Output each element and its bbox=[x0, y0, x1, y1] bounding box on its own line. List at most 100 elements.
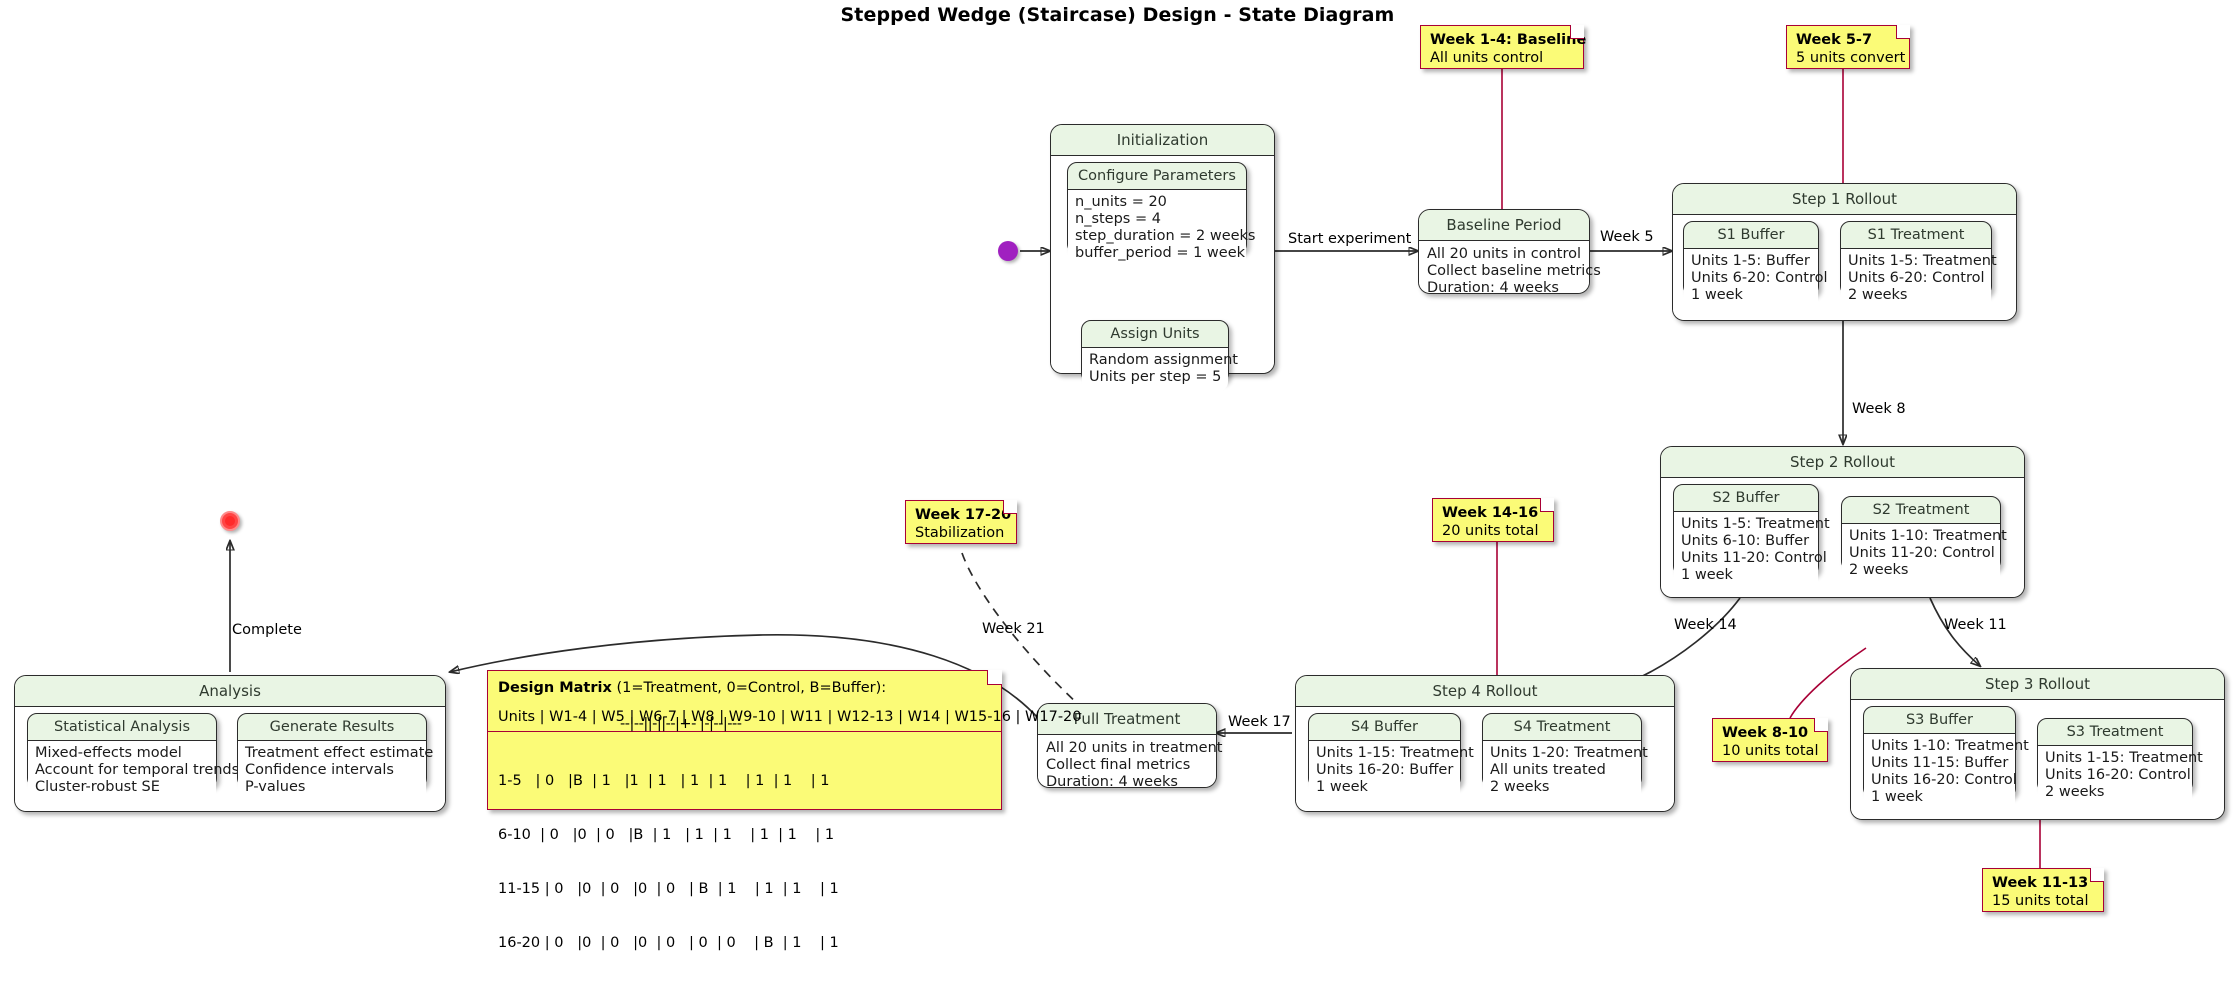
state-step-1-rollout[interactable]: Step 1 Rollout S1 Buffer Units 1-5: Buff… bbox=[1672, 183, 2017, 321]
state-line: Units 6-10: Buffer bbox=[1681, 533, 1810, 549]
state-title-s3-treatment: S3 Treatment bbox=[2038, 719, 2192, 746]
state-line: buffer_period = 1 week bbox=[1075, 245, 1246, 261]
state-line: Duration: 4 weeks bbox=[1046, 774, 1178, 790]
state-line: Units 6-20: Control bbox=[1691, 270, 1828, 286]
design-matrix-row: 16-20 | 0 |0 | 0 |0 | 0 | 0 | 0 | B | 1 … bbox=[498, 935, 839, 951]
state-title-step-2-rollout: Step 2 Rollout bbox=[1661, 447, 2024, 478]
note-subtext: 5 units convert bbox=[1796, 50, 1906, 66]
state-line: Units 16-20: Control bbox=[1871, 772, 2017, 788]
state-line: Units 1-20: Treatment bbox=[1490, 745, 1648, 761]
state-title-s2-buffer: S2 Buffer bbox=[1674, 485, 1818, 512]
note-subtext: All units control bbox=[1430, 50, 1544, 66]
design-matrix-separator: --|--||-||--|+- |-|--|--- bbox=[620, 716, 742, 732]
state-line: Random assignment bbox=[1089, 352, 1238, 368]
design-matrix-title: Design Matrix (1=Treatment, 0=Control, B… bbox=[498, 679, 991, 698]
state-title-generate-results: Generate Results bbox=[238, 714, 426, 741]
design-matrix-row: 1-5 | 0 |B | 1 |1 | 1 | 1 | 1 | 1 | 1 | … bbox=[498, 773, 830, 789]
state-s1-treatment[interactable]: S1 Treatment Units 1-5: Treatment Units … bbox=[1840, 221, 1997, 309]
state-line: Units 11-20: Control bbox=[1681, 550, 1827, 566]
state-s3-treatment[interactable]: S3 Treatment Units 1-15: Treatment Units… bbox=[2037, 718, 2203, 806]
state-baseline-period[interactable]: Baseline Period All 20 units in control … bbox=[1418, 209, 1601, 296]
note-week-5-7: Week 5-7 5 units convert bbox=[1786, 25, 1910, 69]
state-line: Units per step = 5 bbox=[1089, 369, 1222, 385]
state-title-step-1-rollout: Step 1 Rollout bbox=[1673, 184, 2016, 215]
state-line: Account for temporal trends bbox=[35, 762, 240, 778]
state-line: Confidence intervals bbox=[245, 762, 394, 778]
state-s4-buffer[interactable]: S4 Buffer Units 1-15: Treatment Units 16… bbox=[1308, 713, 1474, 801]
state-title-s4-treatment: S4 Treatment bbox=[1483, 714, 1641, 741]
state-line: All 20 units in control bbox=[1427, 246, 1581, 262]
design-matrix-row: 11-15 | 0 |0 | 0 |0 | 0 | B | 1 | 1 | 1 … bbox=[498, 881, 839, 897]
state-line: 1 week bbox=[1681, 567, 1733, 583]
note-subtext: 10 units total bbox=[1722, 743, 1819, 759]
note-week-14-16: Week 14-16 20 units total bbox=[1432, 498, 1554, 542]
state-line: P-values bbox=[245, 779, 306, 795]
edge-label-start-experiment: Start experiment bbox=[1288, 231, 1412, 247]
state-line: Units 6-20: Control bbox=[1848, 270, 1985, 286]
design-matrix-title-rest: (1=Treatment, 0=Control, B=Buffer): bbox=[611, 680, 887, 696]
state-generate-results[interactable]: Generate Results Treatment effect estima… bbox=[237, 713, 433, 801]
note-heading: Week 17-20 bbox=[915, 507, 1012, 523]
state-s2-buffer[interactable]: S2 Buffer Units 1-5: Treatment Units 6-1… bbox=[1673, 484, 1830, 589]
state-analysis[interactable]: Analysis Statistical Analysis Mixed-effe… bbox=[14, 675, 446, 812]
state-title-initialization: Initialization bbox=[1051, 125, 1274, 156]
design-matrix-rule bbox=[488, 731, 1001, 732]
state-step-2-rollout[interactable]: Step 2 Rollout S2 Buffer Units 1-5: Trea… bbox=[1660, 446, 2025, 598]
note-week-8-10: Week 8-10 10 units total bbox=[1712, 718, 1828, 762]
note-heading: Week 8-10 bbox=[1722, 725, 1809, 741]
note-heading: Week 5-7 bbox=[1796, 32, 1873, 48]
diagram-canvas: Stepped Wedge (Staircase) Design - State… bbox=[14, 4, 2225, 951]
state-statistical-analysis[interactable]: Statistical Analysis Mixed-effects model… bbox=[27, 713, 240, 801]
edge-label-week-11: Week 11 bbox=[1944, 617, 2007, 633]
state-line: 1 week bbox=[1316, 779, 1368, 795]
edge-label-complete: Complete bbox=[232, 622, 302, 638]
state-line: Collect final metrics bbox=[1046, 757, 1191, 773]
state-s4-treatment[interactable]: S4 Treatment Units 1-20: Treatment All u… bbox=[1482, 713, 1648, 801]
state-line: Units 11-20: Control bbox=[1849, 545, 1995, 561]
note-week-1-4: Week 1-4: Baseline All units control bbox=[1420, 25, 1587, 69]
state-title-statistical-analysis: Statistical Analysis bbox=[28, 714, 216, 741]
design-matrix-row: 6-10 | 0 |0 | 0 |B | 1 | 1 | 1 | 1 | 1 |… bbox=[498, 827, 835, 843]
state-s3-buffer[interactable]: S3 Buffer Units 1-10: Treatment Units 11… bbox=[1863, 706, 2029, 811]
state-line: Units 1-10: Treatment bbox=[1849, 528, 2007, 544]
state-line: 2 weeks bbox=[1848, 287, 1908, 303]
edge-label-week-5: Week 5 bbox=[1600, 229, 1654, 245]
state-s2-treatment[interactable]: S2 Treatment Units 1-10: Treatment Units… bbox=[1841, 496, 2007, 584]
link-step2-to-step3 bbox=[1929, 597, 1980, 666]
edge-label-week-14: Week 14 bbox=[1674, 617, 1737, 633]
note-subtext: 20 units total bbox=[1442, 523, 1539, 539]
state-line: 1 week bbox=[1691, 287, 1743, 303]
state-step-4-rollout[interactable]: Step 4 Rollout S4 Buffer Units 1-15: Tre… bbox=[1295, 675, 1675, 812]
state-line: All units treated bbox=[1490, 762, 1606, 778]
state-initialization[interactable]: Initialization Configure Parameters n_un… bbox=[1050, 124, 1275, 391]
state-configure-parameters[interactable]: Configure Parameters n_units = 20 n_step… bbox=[1067, 162, 1256, 267]
state-line: Units 1-15: Treatment bbox=[2045, 750, 2203, 766]
edge-label-week-21: Week 21 bbox=[982, 621, 1045, 637]
state-line: Units 1-15: Treatment bbox=[1316, 745, 1474, 761]
state-assign-units[interactable]: Assign Units Random assignment Units per… bbox=[1081, 320, 1238, 391]
note-week-17-20: Week 17-20 Stabilization bbox=[905, 500, 1017, 544]
state-title-s2-treatment: S2 Treatment bbox=[1842, 497, 2000, 524]
state-line: Units 11-15: Buffer bbox=[1871, 755, 2009, 771]
state-line: 2 weeks bbox=[1849, 562, 1909, 578]
state-line: Units 1-5: Treatment bbox=[1681, 516, 1830, 532]
link-note-week-17-20 bbox=[961, 552, 1081, 707]
note-subtext: 15 units total bbox=[1992, 893, 2089, 909]
state-line: Units 16-20: Control bbox=[2045, 767, 2191, 783]
state-title-step-3-rollout: Step 3 Rollout bbox=[1851, 669, 2224, 700]
note-heading: Week 11-13 bbox=[1992, 875, 2089, 891]
state-title-step-4-rollout: Step 4 Rollout bbox=[1296, 676, 1674, 707]
state-title-baseline-period: Baseline Period bbox=[1419, 210, 1589, 241]
note-heading: Week 1-4: Baseline bbox=[1430, 32, 1587, 48]
state-full-treatment[interactable]: Full Treatment All 20 units in treatment… bbox=[1037, 703, 1222, 790]
state-line: 2 weeks bbox=[2045, 784, 2105, 800]
state-line: n_units = 20 bbox=[1075, 194, 1167, 210]
state-title-analysis: Analysis bbox=[15, 676, 445, 707]
state-line: Units 1-5: Buffer bbox=[1691, 253, 1810, 269]
state-step-3-rollout[interactable]: Step 3 Rollout S3 Buffer Units 1-10: Tre… bbox=[1850, 668, 2225, 820]
state-s1-buffer[interactable]: S1 Buffer Units 1-5: Buffer Units 6-20: … bbox=[1683, 221, 1828, 309]
state-line: Units 1-10: Treatment bbox=[1871, 738, 2029, 754]
state-title-s1-buffer: S1 Buffer bbox=[1684, 222, 1818, 249]
design-matrix-title-bold: Design Matrix bbox=[498, 680, 612, 696]
state-line: 2 weeks bbox=[1490, 779, 1550, 795]
